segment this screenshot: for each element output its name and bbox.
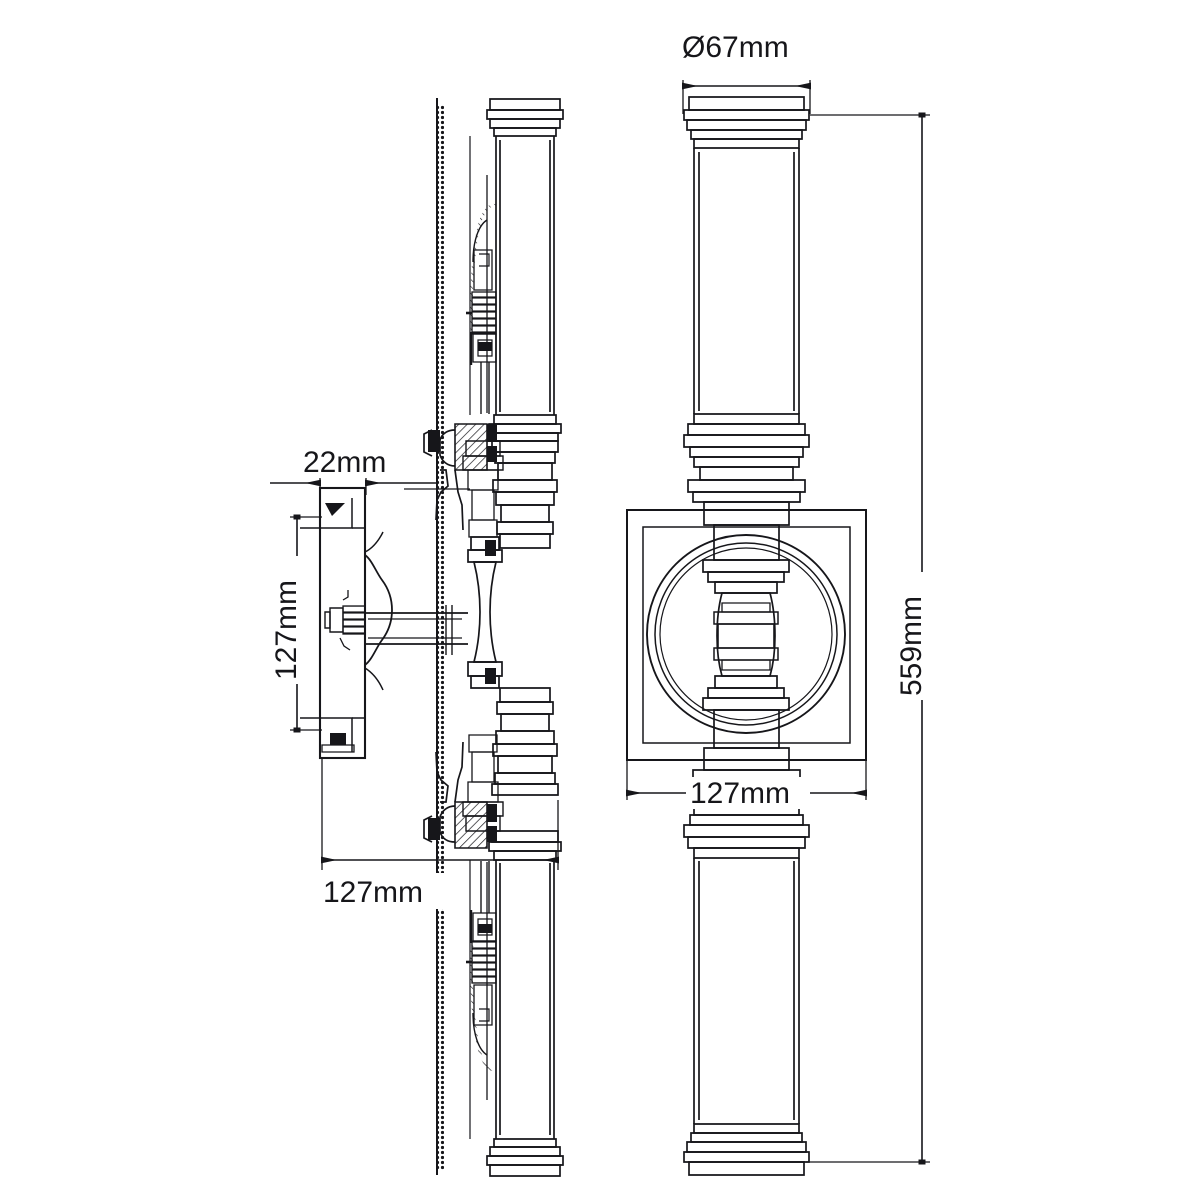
dimension-label-backplate-width: 127mm [690, 777, 790, 810]
upper-arm-section [404, 423, 504, 538]
dimension-label-overall-height: 559mm [895, 596, 928, 696]
dimension-diameter-top [682, 80, 811, 114]
upper-column-section [491, 440, 559, 549]
lower-arm-section [423, 734, 504, 849]
backplate-section [300, 486, 468, 760]
mounting-screw [324, 605, 366, 635]
decorative-ring [646, 534, 846, 734]
dimension-label-backplate-height: 127mm [270, 580, 303, 680]
dimension-label-backplate-depth: 22mm [303, 446, 386, 479]
dimension-overall-projection [321, 758, 559, 870]
side-section-view [300, 98, 564, 1177]
central-baluster-section [467, 536, 559, 796]
lower-shade-elevation [683, 814, 810, 1176]
upper-lamp-assembly [466, 175, 497, 414]
dimension-labels: Ø67mm 22mm 127mm 127mm 127mm 559mm [270, 28, 940, 909]
dimension-label-diameter-top: Ø67mm [682, 31, 789, 64]
upper-shade-elevation [683, 96, 810, 458]
lower-shade-section [466, 830, 564, 1177]
dimension-label-overall-projection: 127mm [323, 876, 423, 909]
backplate-elevation [626, 509, 867, 761]
lower-lamp-assembly [466, 861, 497, 1100]
upper-shade-section [466, 98, 564, 442]
front-elevation-view [626, 96, 867, 1176]
